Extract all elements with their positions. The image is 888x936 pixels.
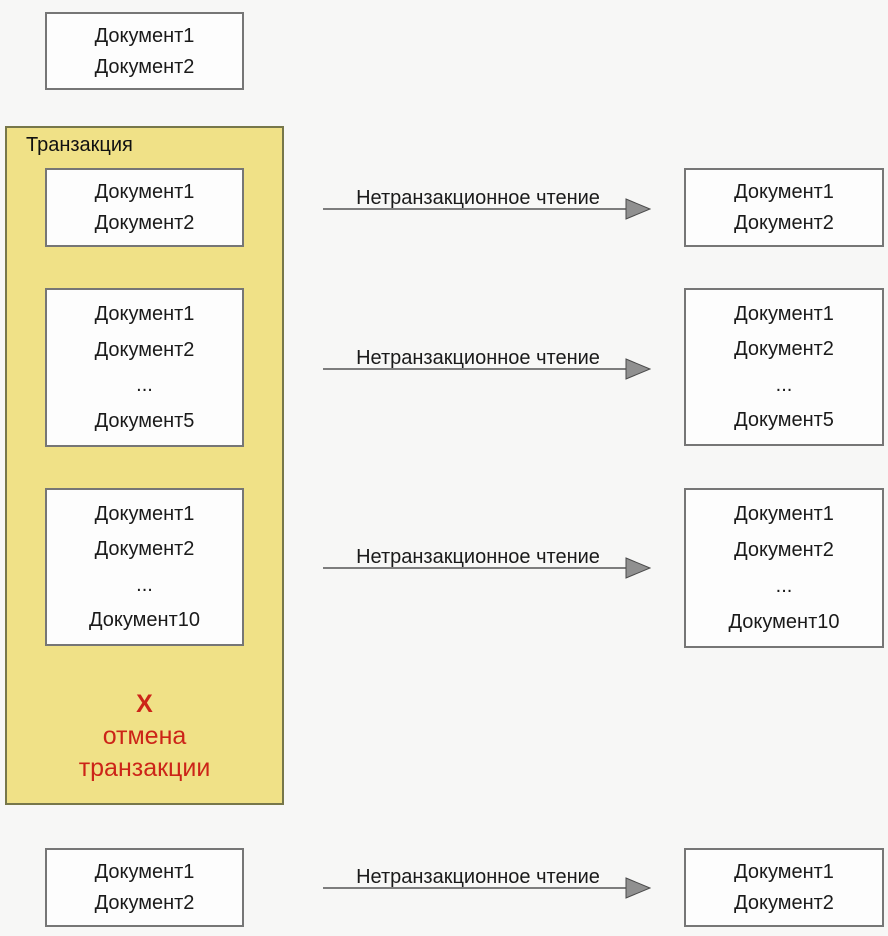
- document-label: Документ2: [94, 338, 195, 361]
- cancel-text-line: транзакции: [78, 754, 211, 782]
- arrow-nontransactional-read-1: Нетранзакционное чтение: [323, 180, 652, 222]
- cancel-x-mark: X: [136, 690, 153, 718]
- document-label: Документ2: [734, 539, 834, 561]
- document-label: Документ1: [734, 860, 834, 883]
- document-box-tx-1: Документ1 Документ2: [45, 168, 244, 247]
- document-box-result-2: Документ1 Документ2 ... Документ5: [684, 288, 884, 446]
- arrow-head-icon: [625, 198, 652, 220]
- document-box-tx-2: Документ1 Документ2 ... Документ5: [45, 288, 244, 447]
- document-label: Документ2: [94, 892, 195, 915]
- document-label: Документ2: [94, 55, 195, 78]
- document-label: Документ2: [734, 892, 834, 915]
- document-label: Документ1: [734, 180, 834, 203]
- arrow-label: Нетранзакционное чтение: [356, 546, 600, 568]
- document-label: Документ1: [94, 302, 195, 325]
- arrow-head-icon: [625, 557, 652, 579]
- arrow-head-icon: [625, 877, 652, 899]
- arrow-label: Нетранзакционное чтение: [356, 187, 600, 209]
- arrow-line: [323, 567, 629, 569]
- document-label: Документ2: [734, 212, 834, 235]
- document-box-result-1: Документ1 Документ2: [684, 168, 884, 247]
- document-box-after-cancel: Документ1 Документ2: [45, 848, 244, 927]
- document-label: Документ2: [94, 212, 195, 235]
- arrow-nontransactional-read-4: Нетранзакционное чтение: [323, 859, 652, 901]
- arrow-nontransactional-read-2: Нетранзакционное чтение: [323, 340, 652, 382]
- document-label: Документ1: [94, 180, 195, 203]
- document-box-initial: Документ1 Документ2: [45, 12, 244, 90]
- document-label: Документ1: [734, 503, 834, 525]
- document-label: Документ2: [94, 538, 195, 561]
- document-label: Документ5: [94, 410, 195, 433]
- arrow-head-icon: [625, 358, 652, 380]
- ellipsis-label: ...: [775, 373, 793, 396]
- arrow-label: Нетранзакционное чтение: [356, 866, 600, 888]
- document-box-result-3: Документ1 Документ2 ... Документ10: [684, 488, 884, 648]
- transaction-cancel-note: X отмена транзакции: [7, 688, 282, 784]
- document-label: Документ1: [94, 502, 195, 525]
- document-label: Документ5: [734, 409, 834, 432]
- document-label: Документ1: [94, 860, 195, 883]
- document-label: Документ2: [734, 338, 834, 361]
- cancel-text-line: отмена: [102, 722, 187, 750]
- document-label: Документ1: [734, 302, 834, 325]
- document-label: Документ10: [89, 609, 200, 632]
- ellipsis-label: ...: [136, 573, 153, 596]
- document-box-result-4: Документ1 Документ2: [684, 848, 884, 927]
- arrow-label: Нетранзакционное чтение: [356, 347, 600, 369]
- document-label: Документ1: [94, 24, 195, 47]
- arrow-line: [323, 208, 629, 210]
- arrow-line: [323, 887, 629, 889]
- ellipsis-label: ...: [775, 575, 793, 597]
- ellipsis-label: ...: [136, 374, 153, 397]
- arrow-nontransactional-read-3: Нетранзакционное чтение: [323, 539, 652, 581]
- document-box-tx-3: Документ1 Документ2 ... Документ10: [45, 488, 244, 646]
- document-label: Документ10: [728, 611, 840, 633]
- transaction-label: Транзакция: [26, 134, 133, 156]
- arrow-line: [323, 368, 629, 370]
